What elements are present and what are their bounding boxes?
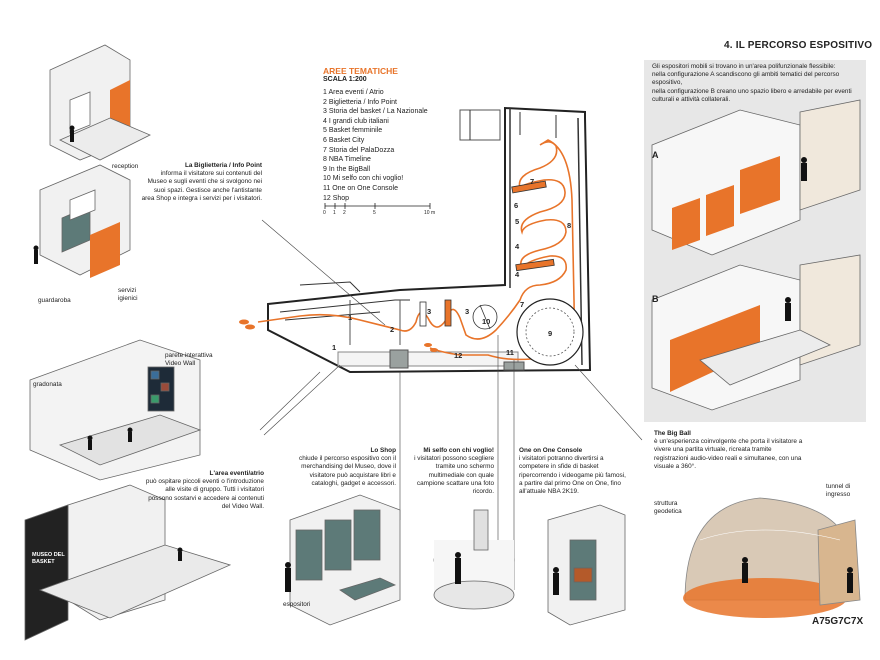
note-bigball: The Big Ball è un'esperienza coinvolgent…	[654, 430, 804, 471]
sketch-guardaroba	[39, 164, 131, 278]
note-eventi: L'area eventi/atrio può ospitare piccoli…	[144, 470, 264, 511]
label-struttura: struttura geodetica	[654, 500, 682, 515]
people-silhouettes	[33, 125, 853, 595]
note-title: Mi selfo con chi voglio!	[423, 447, 494, 454]
note-title: The Big Ball	[654, 430, 691, 437]
plan-number: 2	[390, 325, 394, 334]
plan-number: 4	[515, 242, 520, 251]
legend-scale: SCALA 1:200	[323, 76, 367, 83]
svg-text:2: 2	[343, 210, 346, 216]
svg-text:5: 5	[373, 210, 376, 216]
legend-item: 7 Storia del PalaDozza	[323, 146, 395, 154]
legend-title: AREE TEMATICHE	[323, 66, 398, 76]
note-body: informa il visitatore sui contenuti del …	[141, 170, 262, 202]
config-panel-text: Gli espositori mobili si trovano in un'a…	[652, 63, 860, 104]
note-body: può ospitare piccoli eventi o l'introduz…	[145, 478, 264, 510]
legend-item: 10 Mi selfo con chi voglio!	[323, 175, 404, 183]
sketch-selfo	[433, 509, 515, 610]
note-title: Lo Shop	[370, 447, 396, 454]
panel-intro-3: nella configurazione B creano uno spazio…	[652, 87, 852, 103]
plan-number: 7	[520, 300, 524, 309]
legend-item: 1 Area eventi / Atrio	[323, 89, 384, 96]
plan-number: 9	[548, 329, 552, 338]
note-body: chiude il percorso espositivo con il mer…	[299, 455, 396, 487]
label-guardaroba: guardaroba	[38, 297, 71, 304]
legend-item: 9 In the BigBall	[323, 165, 371, 173]
legend-item: 8 NBA Timeline	[323, 156, 371, 164]
note-biglietteria: La Biglietteria / Info Point informa il …	[140, 162, 262, 203]
legend-item: 11 One on One Console	[323, 184, 398, 192]
label-tunnel: tunnel di ingresso	[826, 483, 851, 498]
sketch-bigball	[683, 497, 861, 618]
sketch-config-a	[651, 99, 861, 256]
drawing-code: A75G7C7X	[812, 616, 864, 627]
note-title: One on One Console	[519, 447, 583, 454]
legend-item: 5 Basket femminile	[323, 127, 383, 135]
plan-number: 6	[514, 201, 518, 210]
legend-item: 4 I grandi club italiani	[323, 117, 389, 125]
label-espositori: espositori	[283, 601, 311, 608]
label-reception: reception	[112, 163, 139, 170]
sketch-atrio	[24, 484, 232, 641]
plan-number: 5	[515, 217, 519, 226]
note-body: è un'esperienza coinvolgente che porta i…	[654, 438, 803, 470]
footprints-icon	[239, 319, 438, 352]
plan-number: 12	[454, 351, 462, 360]
scale-bar	[324, 203, 431, 209]
config-b-label: B	[652, 294, 659, 304]
page-title: 4. IL PERCORSO ESPOSITIVO	[724, 40, 873, 51]
plan-number: 3	[465, 307, 469, 316]
legend-item: 2 Biglietteria / Info Point	[323, 98, 397, 106]
panel-intro-1: Gli espositori mobili si trovano in un'a…	[652, 63, 836, 70]
svg-text:10 m: 10 m	[424, 210, 435, 216]
note-console: One on One Console i visitatori potranno…	[519, 447, 631, 496]
legend-item: 3 Storia del basket / La Nazionale	[323, 108, 428, 116]
sketch-config-b	[651, 254, 861, 411]
note-selfo: Mi selfo con chi voglio! i visitatori po…	[412, 447, 494, 496]
scale-ticks: 0 1 2 5 10 m	[323, 210, 435, 216]
svg-text:0: 0	[323, 210, 326, 216]
plan-exhibits	[419, 180, 584, 366]
sketch-console	[547, 504, 626, 626]
label-museo: MUSEO DEL BASKET	[32, 552, 65, 565]
svg-text:1: 1	[333, 210, 336, 216]
label-gradonata: gradonata	[33, 381, 62, 388]
shop-block	[389, 349, 409, 369]
legend-item: 6 Basket City	[323, 136, 365, 144]
note-title: La Biglietteria / Info Point	[184, 162, 262, 169]
legend-item: 12 Shop	[323, 194, 350, 202]
plan-number: 7	[530, 177, 534, 186]
note-body: i visitatori possono scegliere tramite u…	[414, 455, 494, 496]
label-servizi: servizi igienici	[118, 287, 138, 302]
plan-labels: 1 1 2 3 3 4 4 5 6 7 7 8 9 10 11 12	[332, 177, 571, 360]
label-parete: parete interattiva Video Wall	[165, 352, 213, 367]
panel-intro-2: nella configurazione A scandiscono gli a…	[652, 71, 840, 87]
legend-list: 1 Area eventi / Atrio 2 Biglietteria / I…	[323, 88, 428, 203]
floor-plan	[267, 106, 592, 374]
sketch-reception	[49, 44, 151, 161]
plan-number: 3	[427, 307, 431, 316]
plan-number: 8	[567, 221, 571, 230]
plan-number: 1	[348, 313, 352, 322]
plan-number: 4	[515, 270, 520, 279]
config-a-label: A	[652, 150, 659, 160]
plan-number: 1	[332, 343, 336, 352]
note-title: L'area eventi/atrio	[209, 470, 264, 477]
plan-number: 10	[482, 317, 490, 326]
sketch-shop	[289, 494, 401, 626]
note-shop: Lo Shop chiude il percorso espositivo co…	[298, 447, 396, 488]
note-body: i visitatori potranno divertirsi a compe…	[519, 455, 626, 496]
plan-number: 11	[506, 348, 514, 357]
